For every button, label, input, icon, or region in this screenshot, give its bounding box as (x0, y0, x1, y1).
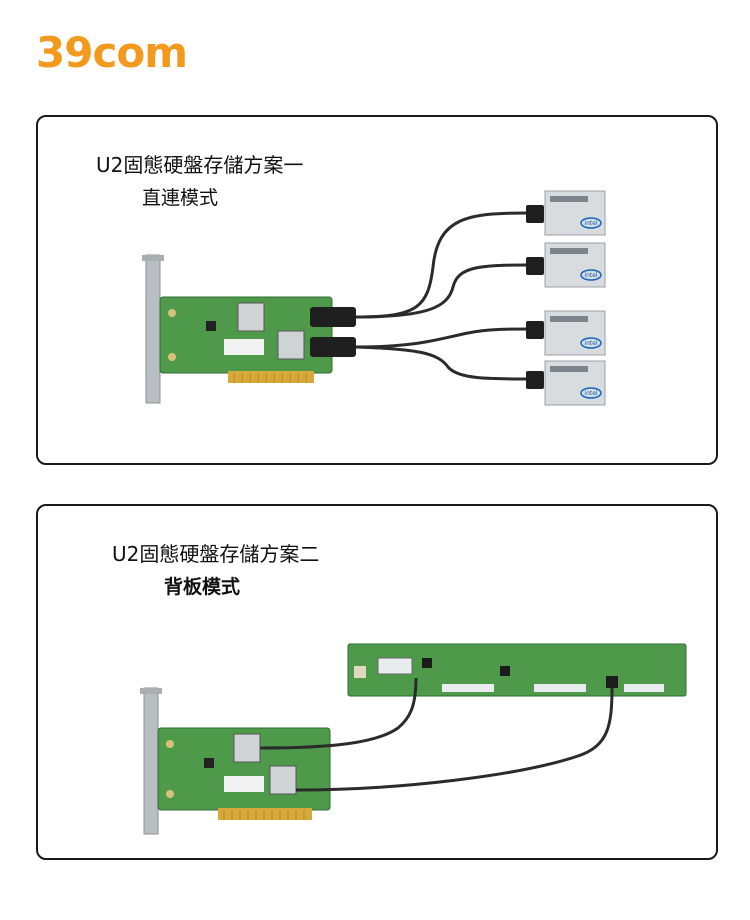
backplane-diagram (140, 643, 687, 835)
u2-ssd-4: intel (544, 360, 606, 406)
u2-ssd-1: intel (544, 190, 606, 236)
solution-2-title: U2固態硬盤存儲方案二 (112, 542, 320, 566)
solution-2-subtitle: 背板模式 (164, 576, 241, 598)
solution-1-panel: U2固態硬盤存儲方案一 直連模式 (36, 115, 718, 465)
adapter-card (159, 296, 333, 383)
cable-plug-top (310, 307, 356, 327)
brand-logo: 39com (36, 28, 188, 77)
solution-1-subtitle: 直連模式 (142, 187, 219, 209)
solution-2-panel: U2固態硬盤存儲方案二 背板模式 (36, 504, 718, 860)
intel-logo: intel (584, 390, 598, 397)
backplane-cables (259, 677, 614, 792)
backplane-board (347, 643, 687, 697)
intel-logo: intel (584, 272, 598, 279)
cable-plug-bottom (310, 337, 356, 357)
u2-ssd-3: intel (544, 310, 606, 356)
intel-logo: intel (584, 340, 598, 347)
u2-ssd-2: intel (544, 242, 606, 288)
solution-1-title: U2固態硬盤存儲方案一 (96, 153, 304, 177)
intel-logo: intel (584, 220, 598, 227)
ssd-connectors (526, 205, 544, 389)
direct-connect-diagram: intel intel intel intel (142, 190, 606, 406)
cables (355, 211, 531, 381)
adapter-card (157, 727, 331, 820)
